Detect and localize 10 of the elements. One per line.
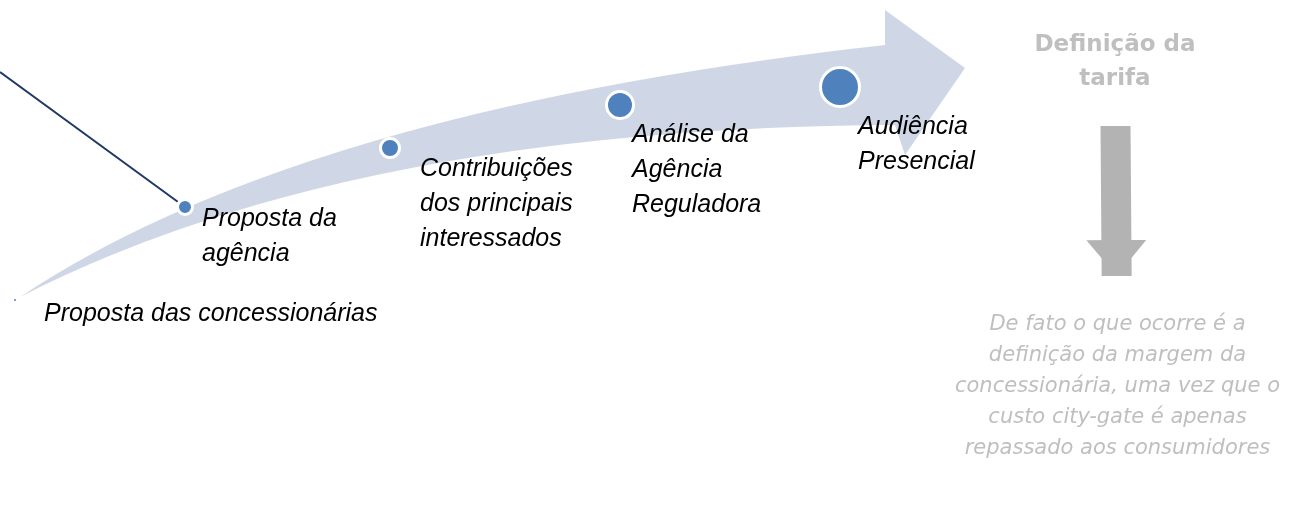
step-heading: Definição da tarifa <box>1000 26 1230 94</box>
step-label: Análise da Agência Reguladora <box>632 118 763 219</box>
timeline-dot <box>176 198 194 216</box>
step-label: Proposta das concessionárias <box>44 297 379 328</box>
step-label: Audiência Presencial <box>858 110 977 176</box>
step-label: Contribuições dos principais interessados <box>420 152 574 253</box>
leader-line <box>0 71 179 203</box>
note-text: De fato o que ocorre é a definição da margem da concessionária, uma vez que o custo city-gate é apenas repassado aos consumidores <box>945 308 1290 463</box>
block-arrow <box>1086 125 1147 277</box>
step-label: Proposta da agência <box>202 202 338 268</box>
